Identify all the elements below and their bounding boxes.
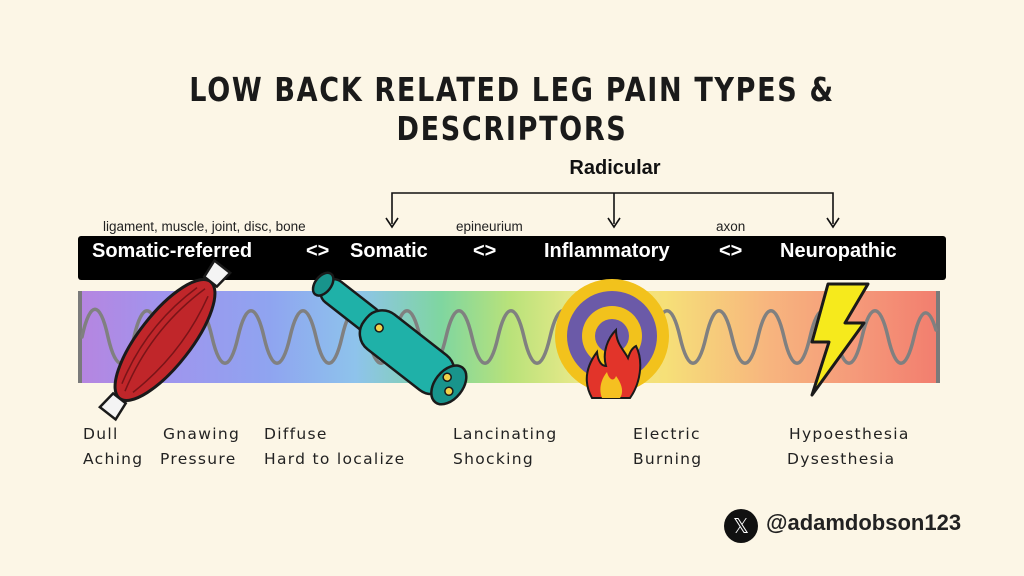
descriptor-col-5: Electric Burning [633,422,702,472]
category-somatic-referred: Somatic-referred [92,240,253,262]
category-inflammatory: Inflammatory [544,240,670,262]
separator-3: <> [719,240,743,262]
wave-line [80,307,938,365]
descriptor-shocking: Shocking [453,450,535,468]
social-handle-text[interactable]: @adamdobson123 [766,510,962,535]
descriptor-dull: Dull [83,425,119,443]
separator-2: <> [473,240,497,262]
descriptor-col-4: Lancinating Shocking [453,422,557,472]
nerve-bundle-icon [311,271,468,406]
category-somatic: Somatic [350,240,428,262]
descriptor-burning: Burning [633,450,703,468]
pain-type-bar: Somatic-referred <> Somatic <> Inflammat… [78,236,946,280]
sublabel-somatic-referred: ligament, muscle, joint, disc, bone [103,219,306,234]
page-title: LOW BACK RELATED LEG PAIN TYPES & DESCRI… [189,70,835,148]
descriptor-col-6: Hypoesthesia Dysesthesia [787,422,910,472]
descriptor-col-3: Diffuse Hard to localize [264,422,405,472]
descriptor-diffuse: Diffuse [264,425,328,443]
spectrum-band [80,291,940,383]
lightning-bolt-icon [810,282,870,397]
descriptor-electric: Electric [633,425,701,443]
descriptor-dysesthesia: Dysesthesia [787,450,896,468]
descriptor-aching: Aching [83,450,144,468]
separator-1: <> [306,240,330,262]
descriptor-hard-to-localize: Hard to localize [264,450,406,468]
x-logo-icon: 𝕏 [724,509,758,543]
muscle-icon [97,258,233,422]
descriptor-col-1: Dull Aching [83,422,143,472]
descriptor-col-2: Gnawing Pressure [160,422,240,472]
radicular-label: Radicular [569,157,661,179]
sublabel-somatic: epineurium [456,219,523,234]
descriptor-lancinating: Lancinating [453,425,558,443]
descriptor-pressure: Pressure [160,450,237,468]
spectrum-left-edge [78,291,82,383]
flame-target-icon [555,279,669,399]
category-neuropathic: Neuropathic [780,240,897,262]
spectrum-right-edge [936,291,940,383]
descriptor-hypoesthesia: Hypoesthesia [789,425,910,443]
descriptor-gnawing: Gnawing [163,425,241,443]
sublabel-neuropathic: axon [716,219,746,234]
